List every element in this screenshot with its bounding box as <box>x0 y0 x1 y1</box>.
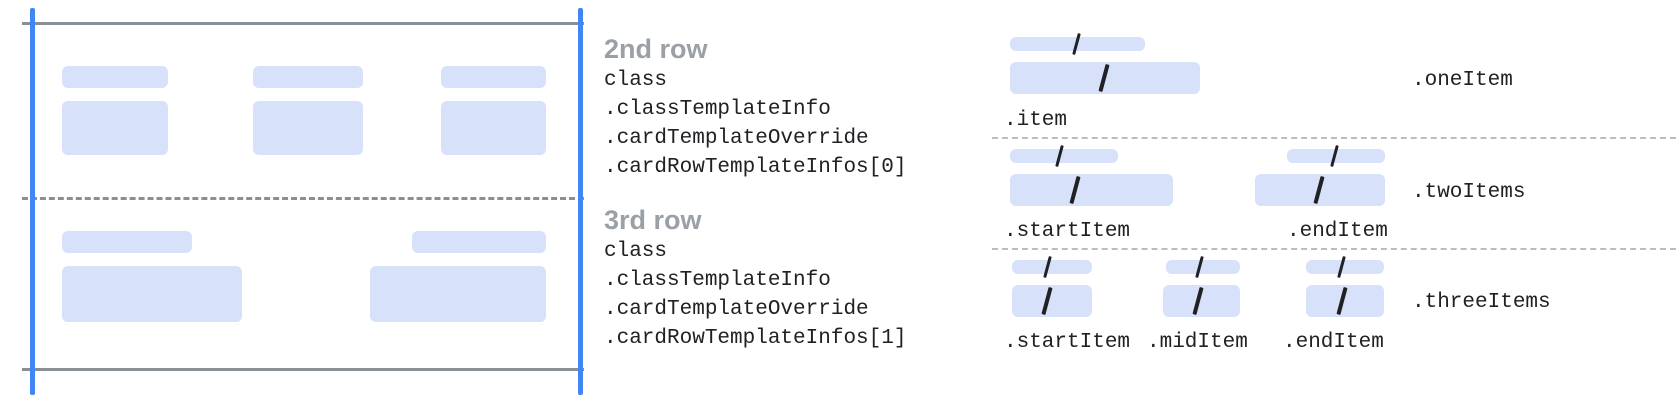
cell-body-block <box>370 266 546 322</box>
item-caption: .endItem <box>1283 331 1384 354</box>
row-spec-line: .cardRowTemplateInfos[0] <box>604 156 907 179</box>
row-spec-line: class <box>604 69 668 92</box>
cell-label-block <box>62 66 168 88</box>
group-caption: .threeItems <box>1412 291 1551 314</box>
card-row-divider <box>22 197 584 200</box>
right-edge-guide <box>578 8 583 395</box>
item-caption: .item <box>1004 109 1068 132</box>
cell-body-block <box>441 101 546 155</box>
item-caption: .startItem <box>1004 220 1131 243</box>
group-caption: .oneItem <box>1412 69 1513 92</box>
item-body-block <box>1010 174 1173 206</box>
item-label-block <box>1012 260 1092 274</box>
row-spec-title: 3rd row <box>604 205 702 235</box>
row-spec-title: 2nd row <box>604 34 708 64</box>
item-caption: .midItem <box>1147 331 1248 354</box>
card-top-rule <box>22 22 584 25</box>
row-spec-line: .classTemplateInfo <box>604 98 831 121</box>
cell-label-block <box>441 66 546 88</box>
cell-label-block <box>253 66 363 88</box>
item-caption: .startItem <box>1004 331 1131 354</box>
third-row-spec: 3rd row class .classTemplateInfo .cardTe… <box>604 203 906 353</box>
item-label-block <box>1306 260 1384 274</box>
left-edge-guide <box>30 8 35 395</box>
card-bottom-rule <box>22 368 584 371</box>
group-divider <box>992 248 1676 250</box>
item-label-block <box>1166 260 1240 274</box>
row-spec-line: .cardTemplateOverride <box>604 127 869 150</box>
cell-body-block <box>62 101 168 155</box>
cell-body-block <box>253 101 363 155</box>
row-spec-line: .classTemplateInfo <box>604 269 831 292</box>
item-label-block <box>1010 149 1118 163</box>
row-spec-line: .cardRowTemplateInfos[1] <box>604 327 907 350</box>
cell-label-block <box>62 231 192 253</box>
group-divider <box>992 137 1676 139</box>
item-body-block <box>1012 285 1092 317</box>
row-spec-line: .cardTemplateOverride <box>604 298 869 321</box>
item-caption: .endItem <box>1287 220 1388 243</box>
group-caption: .twoItems <box>1412 181 1526 204</box>
cell-label-block <box>412 231 546 253</box>
cell-body-block <box>62 266 242 322</box>
row-spec-line: class <box>604 240 668 263</box>
second-row-spec: 2nd row class .classTemplateInfo .cardTe… <box>604 32 906 182</box>
